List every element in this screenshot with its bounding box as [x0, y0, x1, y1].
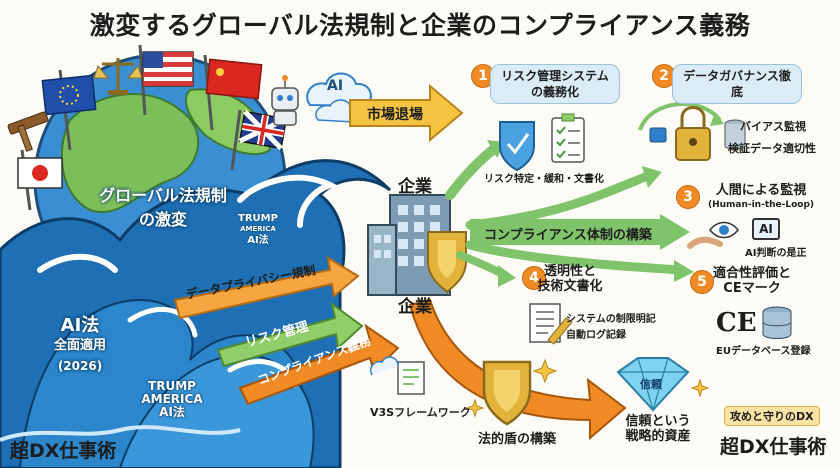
scales-of-justice-icon [93, 58, 143, 95]
human-eye-icon [687, 221, 739, 249]
ai-cloud-icon [306, 72, 372, 123]
item3-number: 3 [676, 185, 700, 209]
trump-top-line3: AI法 [247, 235, 269, 246]
market-exit-label: 市場退場 [367, 107, 423, 123]
globe-label-line1: グローバル法規制 [99, 186, 227, 205]
tech-document-icon [529, 303, 573, 345]
item3-title: 人間による監視 (Human-in-the-Loop) [702, 183, 820, 213]
brand-right: 超DX仕事術 [720, 436, 827, 458]
trump-ai-act-bottom: TRUMP AMERICA AI法 [138, 380, 206, 419]
item4-sub2: 自動ログ記録 [566, 330, 626, 341]
item3-title-line2: (Human-in-the-Loop) [707, 200, 815, 210]
ai-act-line1: AI法 [60, 315, 100, 336]
ai-cloud-label: AI [327, 78, 344, 94]
eu-database-icon [762, 306, 792, 339]
gavel-icon [7, 111, 49, 152]
page-title: 激変するグローバル法規制と企業のコンプライアンス義務 [89, 11, 751, 40]
risk-shield-icon [499, 121, 535, 172]
item5-title: 適合性評価と CEマーク [712, 266, 792, 296]
company-label-top: 企業 [398, 177, 432, 197]
item1-title: リスク管理システム の義務化 [490, 64, 620, 104]
trump-bottom-line1: TRUMP [148, 379, 196, 393]
us-flag [138, 44, 194, 116]
framework-document-icon [370, 356, 425, 395]
data-lock-icon [638, 102, 746, 161]
item5-sub: EUデータベース登録 [716, 346, 811, 357]
trump-ai-act-top: TRUMP AMERICA AI法 [238, 213, 278, 246]
ce-mark: CE [716, 308, 757, 338]
item3-title-line1: 人間による監視 [715, 183, 807, 198]
checklist-icon [551, 113, 585, 163]
trust-line2: 戦略的資産 [625, 429, 691, 444]
trust-asset-label: 信頼という 戦略的資産 [618, 414, 698, 444]
japan-flag [17, 149, 63, 211]
flow-arrows-green [445, 140, 694, 287]
globe-label-line2: の激変 [138, 210, 187, 229]
item1-sub: リスク特定・緩和・文書化 [484, 174, 604, 185]
item4-sub1: システムの制限明記 [566, 314, 656, 325]
legal-shield-label: 法的盾の構築 [478, 432, 557, 447]
item4-number: 4 [522, 266, 546, 290]
item2-sub1: バイアス監視 [740, 120, 806, 133]
item5-title-line2: CEマーク [723, 281, 781, 296]
ai-act-line3: (2026) [57, 359, 103, 373]
item2-title: データガバナンス徹底 [672, 64, 802, 104]
ai-act-line2: 全面適用 [53, 338, 106, 353]
sparkles [465, 358, 710, 418]
shield-flow-arrow [408, 298, 627, 441]
item5-title-line1: 適合性評価と [712, 266, 791, 281]
robot-icon [271, 75, 299, 126]
item2-sub2: 検証データ適切性 [728, 142, 816, 155]
trump-top-line2: AMERICA [240, 225, 276, 233]
risk-arrow-shape [216, 301, 364, 368]
eu-flag [41, 69, 97, 151]
item3-sub: AI判断の是正 [745, 248, 807, 259]
trump-bottom-line3: AI法 [159, 405, 185, 419]
trump-bottom-line2: AMERICA [141, 392, 203, 406]
item3-ai-badge: AI [752, 218, 780, 240]
trump-top-line1: TRUMP [238, 213, 278, 224]
item5-number: 5 [690, 270, 714, 294]
framework-label: V3Sフレームワーク [370, 406, 471, 419]
item4-title-line1: 透明性と [543, 264, 596, 279]
company-building [367, 194, 467, 296]
center-arrow-label: コンプライアンス体制の構築 [484, 228, 652, 243]
item1-title-line2: の義務化 [530, 85, 579, 99]
trust-line1: 信頼という [625, 414, 691, 429]
item1-title-line1: リスク管理システム [501, 69, 609, 83]
ai-act-full-application: AI法 全面適用 (2026) [38, 316, 122, 376]
tsunami-waves [0, 159, 392, 468]
trust-gem-label: 信頼 [640, 378, 662, 391]
item4-title-line2: 技術文書化 [537, 279, 603, 294]
legal-shield-icon [482, 360, 532, 426]
china-flag [203, 54, 263, 131]
trust-diamond-icon [616, 357, 690, 413]
market-exit-arrow [349, 83, 464, 143]
item4-title: 透明性と 技術文書化 [530, 264, 610, 294]
brand-left: 超DX仕事術 [10, 440, 117, 462]
tagline-badge: 攻めと守りのDX [724, 406, 820, 426]
globe-label: グローバル法規制 の激変 [88, 182, 238, 230]
company-label-bottom: 企業 [398, 297, 432, 317]
privacy-arrow-shape [173, 256, 360, 320]
